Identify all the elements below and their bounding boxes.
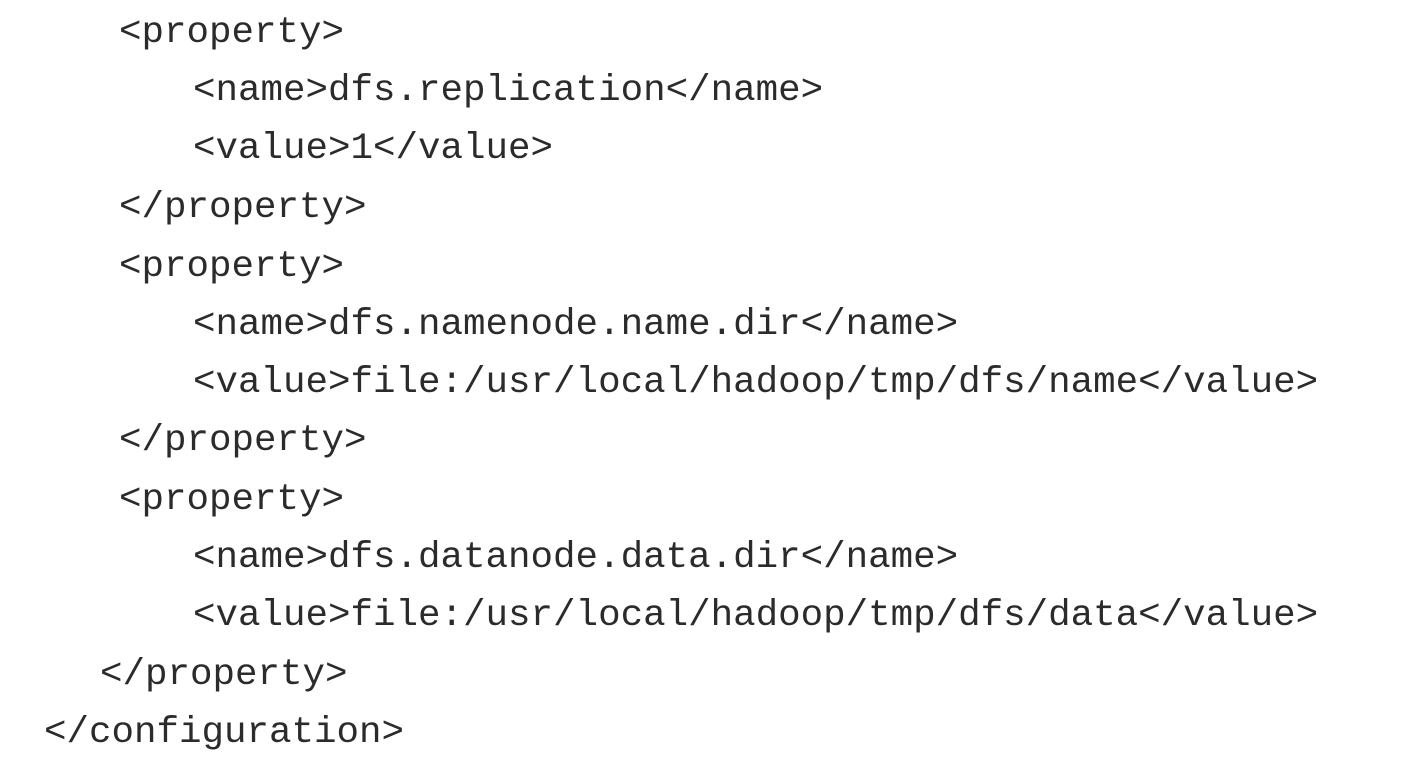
code-line-property-open: <property> [119,12,345,54]
code-line-value-datanode-dir: <value>file:/usr/local/hadoop/tmp/dfs/da… [193,595,1319,637]
code-line-property-open: <property> [119,479,345,521]
code-line-value-namenode-dir: <value>file:/usr/local/hadoop/tmp/dfs/na… [193,362,1319,404]
code-line-property-open: <property> [119,246,345,288]
code-line-property-close: </property> [119,420,367,462]
code-line-property-close: </property> [100,654,348,696]
code-line-property-close: </property> [119,187,367,229]
code-line-configuration-close: </configuration> [44,712,405,754]
code-line-name-datanode-dir: <name>dfs.datanode.data.dir</name> [193,537,959,579]
code-line-name-replication: <name>dfs.replication</name> [193,70,824,112]
code-line-value-replication: <value>1</value> [193,128,554,170]
code-line-name-namenode-dir: <name>dfs.namenode.name.dir</name> [193,304,959,346]
